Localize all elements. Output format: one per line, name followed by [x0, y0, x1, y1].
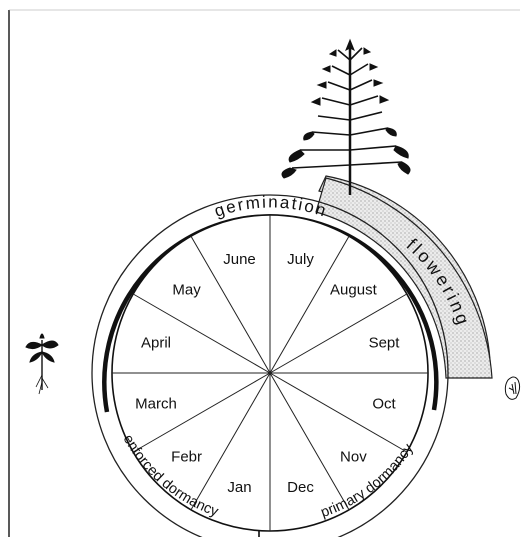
- month-label-june: June: [223, 251, 256, 268]
- seedling-illustration: [26, 334, 58, 394]
- month-label-nov: Nov: [340, 448, 367, 465]
- month-label-august: August: [330, 282, 378, 299]
- month-label-sept: Sept: [369, 335, 401, 352]
- month-label-febr: Febr: [171, 448, 202, 465]
- seed-illustration: [505, 377, 519, 399]
- month-label-april: April: [141, 335, 171, 352]
- month-label-march: March: [135, 396, 177, 413]
- mature-plant-illustration: [282, 40, 410, 195]
- month-label-jan: Jan: [227, 479, 251, 496]
- month-label-oct: Oct: [372, 396, 396, 413]
- month-label-july: July: [287, 251, 314, 268]
- month-label-may: May: [172, 282, 201, 299]
- month-label-dec: Dec: [287, 479, 314, 496]
